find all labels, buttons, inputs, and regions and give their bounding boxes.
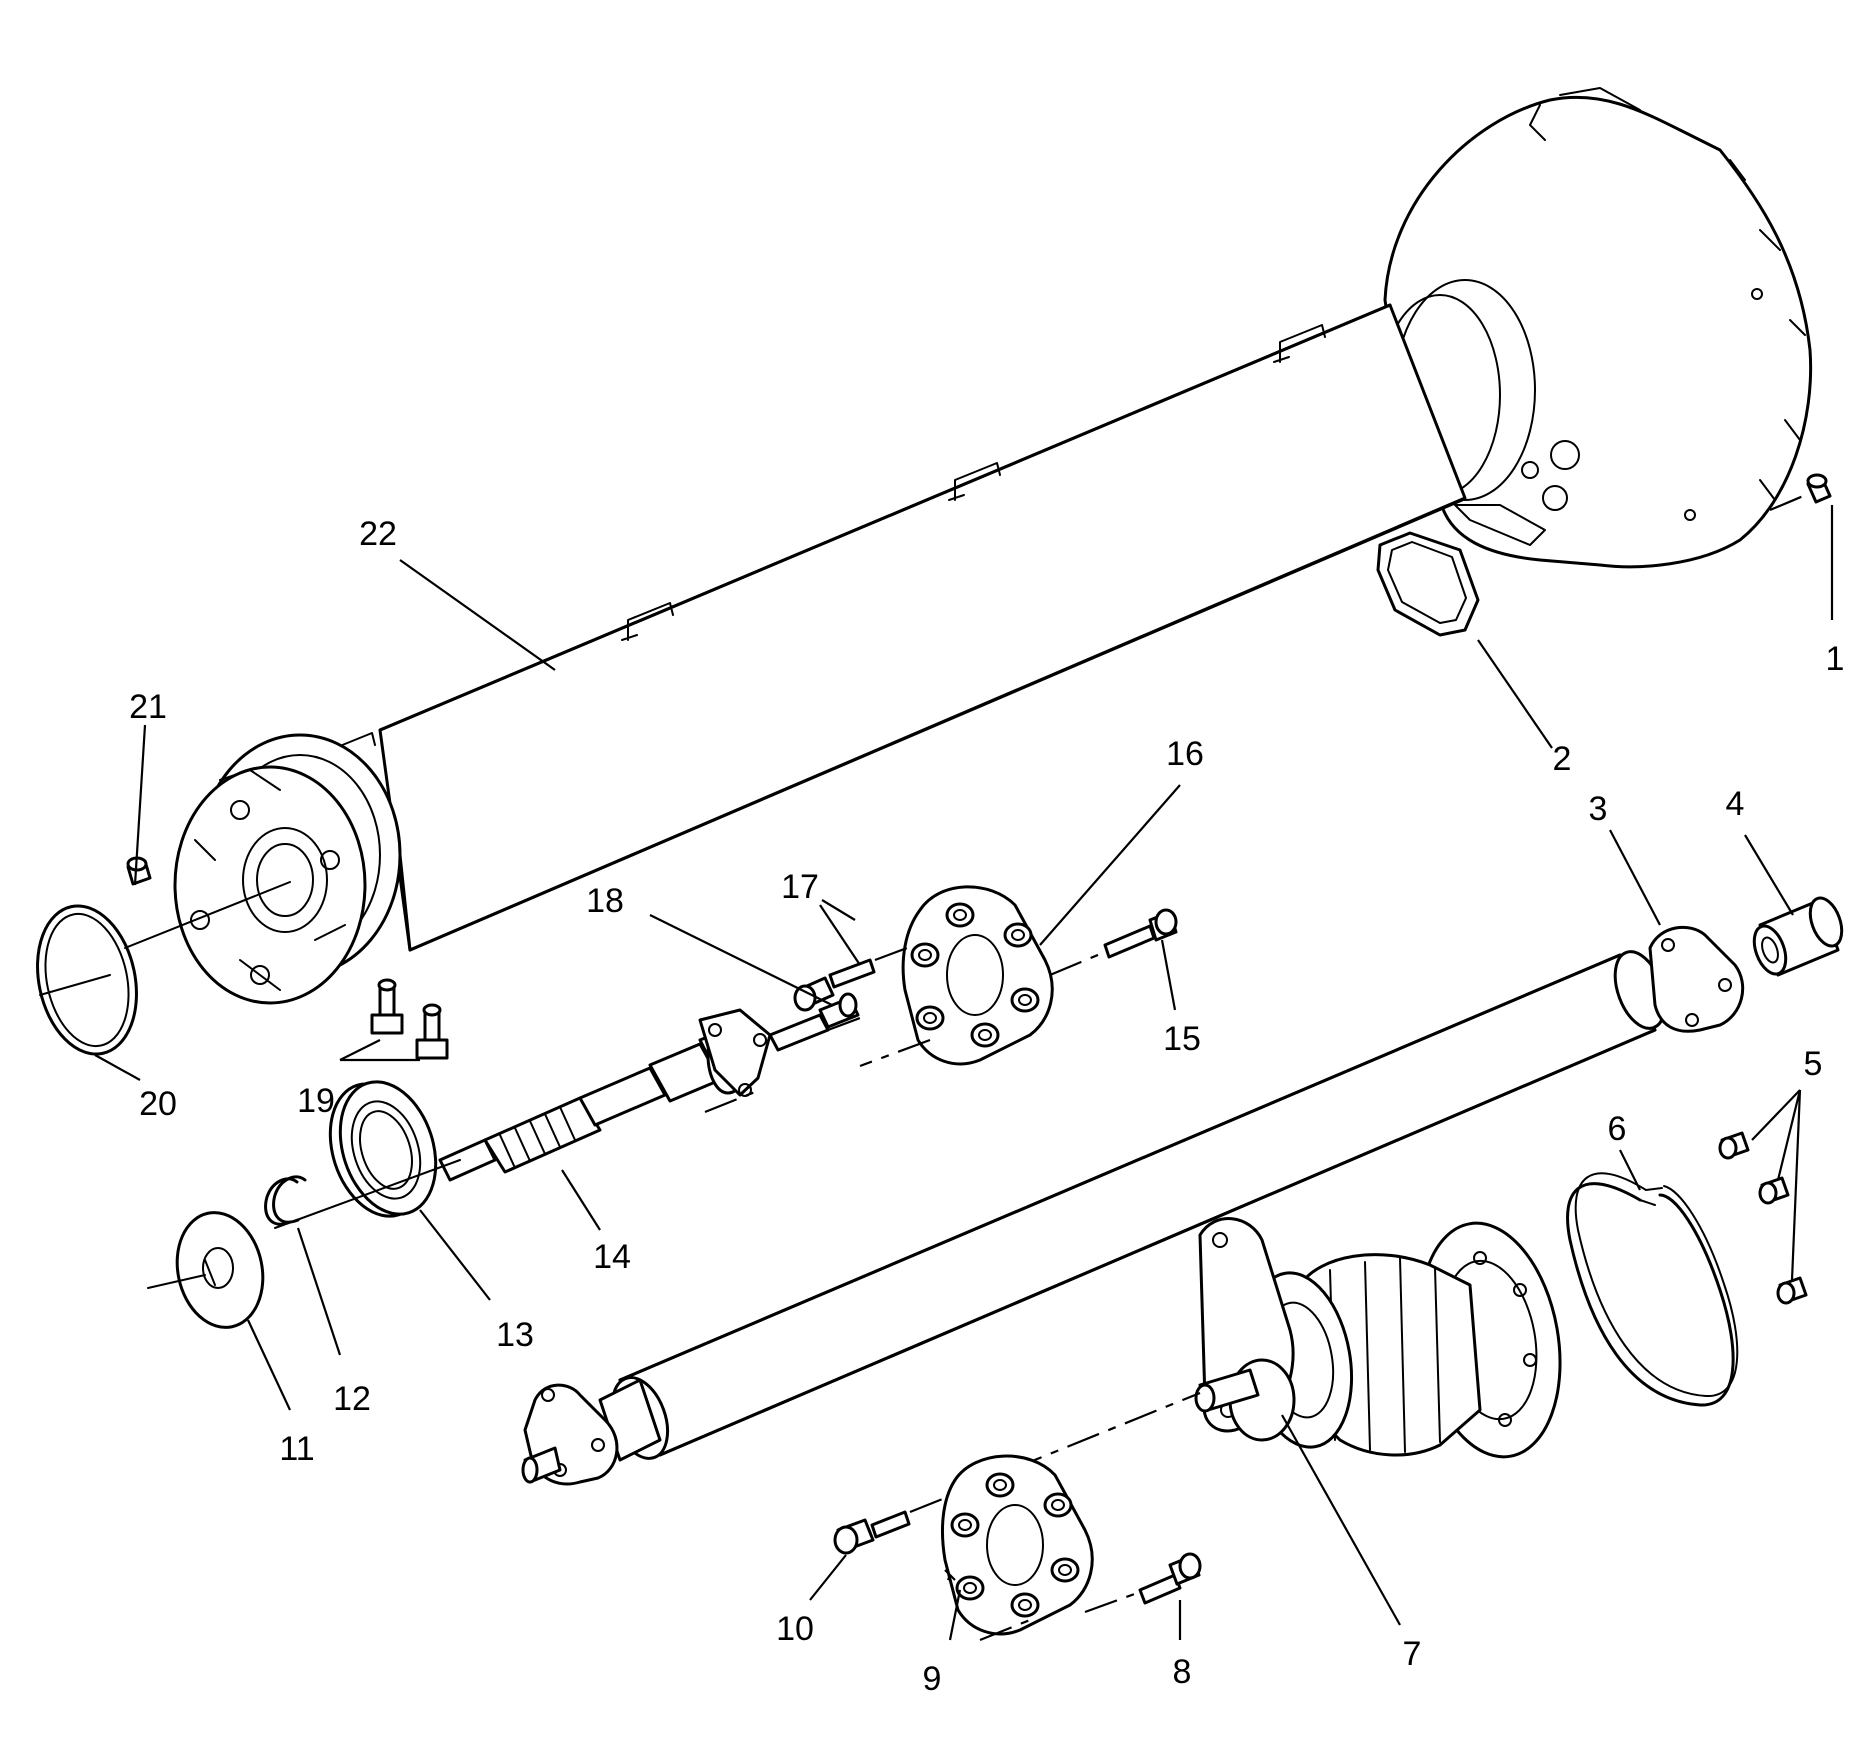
callout-19: 19 (297, 1082, 335, 1120)
callout-labels: 1 2 3 4 5 6 7 8 9 10 11 12 13 14 15 16 1… (129, 515, 1844, 1698)
callout-15: 15 (1163, 1020, 1201, 1058)
part-20-snap-ring (36, 904, 138, 1056)
part-11-washer (147, 1211, 265, 1329)
part-5-bolts (1718, 1131, 1808, 1305)
part-17-bolt (793, 943, 916, 1012)
callout-8: 8 (1173, 1653, 1192, 1691)
callout-20: 20 (139, 1085, 177, 1123)
callout-18: 18 (586, 882, 624, 920)
callout-1: 1 (1826, 640, 1845, 678)
callout-3: 3 (1589, 790, 1608, 828)
part-14-input-shaft (438, 1008, 931, 1182)
part-10-bolt (833, 1494, 951, 1555)
part-9-flex-disc (940, 1454, 1094, 1636)
part-6-retaining-ring (1566, 1172, 1739, 1407)
callout-14: 14 (593, 1238, 631, 1276)
callout-6: 6 (1608, 1110, 1627, 1148)
callout-7: 7 (1403, 1635, 1422, 1673)
callout-16: 16 (1166, 735, 1204, 773)
callout-10: 10 (776, 1610, 814, 1648)
part-4-sleeve (1752, 896, 1844, 977)
leader-lines (94, 505, 1834, 1641)
part-15-bolt (1049, 908, 1178, 977)
part-18-bushing (818, 992, 860, 1029)
callout-2: 2 (1553, 740, 1572, 778)
part-21-pin (126, 856, 152, 886)
callout-22: 22 (359, 515, 397, 553)
callout-12: 12 (333, 1380, 371, 1418)
torque-tube (173, 87, 1813, 1005)
part-16-flex-disc (901, 885, 1054, 1066)
part-2-gasket (1376, 531, 1480, 637)
callout-4: 4 (1726, 785, 1745, 823)
part-7-drive-flange (1009, 1217, 1562, 1472)
part-1-dowel-pin (1769, 473, 1832, 512)
callout-13: 13 (496, 1316, 534, 1354)
propeller-shaft (521, 925, 1745, 1486)
part-19-bolts (370, 978, 449, 1060)
callout-5: 5 (1804, 1045, 1823, 1083)
part-8-bolt (979, 1552, 1202, 1642)
part-12-snap-ring (264, 1159, 461, 1229)
callout-9: 9 (923, 1660, 942, 1698)
part-13-bearing (328, 1080, 438, 1218)
callout-21: 21 (129, 688, 167, 726)
callout-17: 17 (781, 868, 819, 906)
callout-11: 11 (279, 1430, 314, 1468)
